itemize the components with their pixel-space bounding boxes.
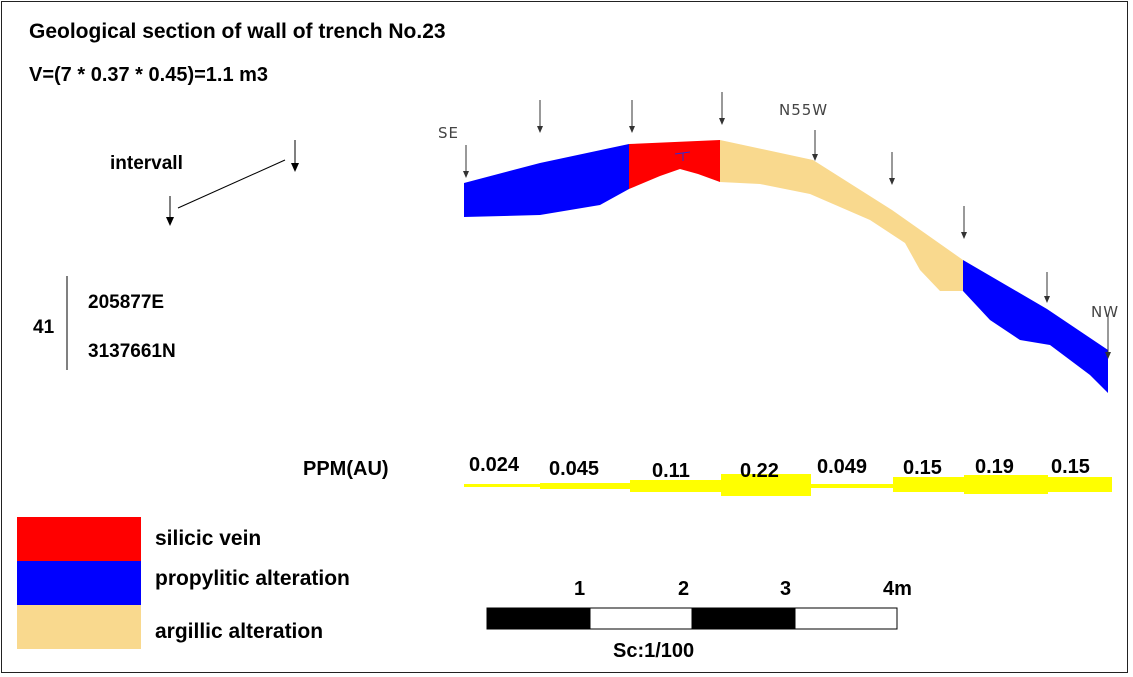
northing: 3137661N: [88, 341, 176, 362]
easting: 205877E: [88, 292, 165, 313]
propylitic-alteration-segment-nw: [963, 260, 1108, 393]
utm-zone: 41: [33, 317, 55, 338]
scale-tick-3: 3: [780, 578, 792, 600]
legend-label-propylitic-alteration: propylitic alteration: [155, 567, 350, 590]
propylitic-alteration-segment-se: [464, 144, 629, 217]
orientation-se: SE: [438, 124, 459, 142]
figure-title: Geological section of wall of trench No.…: [29, 20, 446, 43]
ppm-label: PPM(AU): [303, 458, 389, 480]
ppm-value-5: 0.049: [817, 456, 868, 478]
legend-swatch-propylitic-alteration: [17, 561, 141, 605]
silicic-vein-segment: [629, 140, 720, 189]
scale-tick-4m: 4m: [883, 578, 912, 600]
legend-swatch-silicic-vein: [17, 517, 141, 561]
ppm-bars: [464, 474, 1112, 496]
ppm-value-3: 0.11: [652, 460, 690, 482]
interval-label: intervall: [110, 153, 183, 174]
orientation-nw: NW: [1091, 303, 1120, 321]
argillic-alteration-segment: [720, 140, 963, 291]
ppm-value-4: 0.22: [740, 460, 779, 482]
scale-tick-1: 1: [574, 578, 586, 600]
sample-arrow-heads: [463, 118, 1111, 359]
legend-swatch-argillic-alteration: [17, 605, 141, 649]
ppm-value-2: 0.045: [549, 458, 600, 480]
orientation-n55w: N55W: [779, 101, 829, 119]
ppm-value-6: 0.15: [903, 457, 942, 479]
scale-caption: Sc:1/100: [613, 640, 695, 662]
scale-bar: [486, 607, 898, 630]
interval-arrow-left-head: [166, 217, 174, 226]
ppm-value-8: 0.15: [1051, 456, 1090, 478]
volume-formula: V=(7 * 0.37 * 0.45)=1.1 m3: [29, 64, 269, 86]
interval-line: [177, 159, 286, 209]
scale-tick-2: 2: [678, 578, 690, 600]
ppm-value-1: 0.024: [469, 454, 520, 476]
ppm-value-7: 0.19: [975, 456, 1014, 478]
legend-label-argillic-alteration: argillic alteration: [155, 620, 324, 643]
interval-arrow-right-head: [291, 163, 299, 172]
legend-label-silicic-vein: silicic vein: [155, 527, 262, 550]
